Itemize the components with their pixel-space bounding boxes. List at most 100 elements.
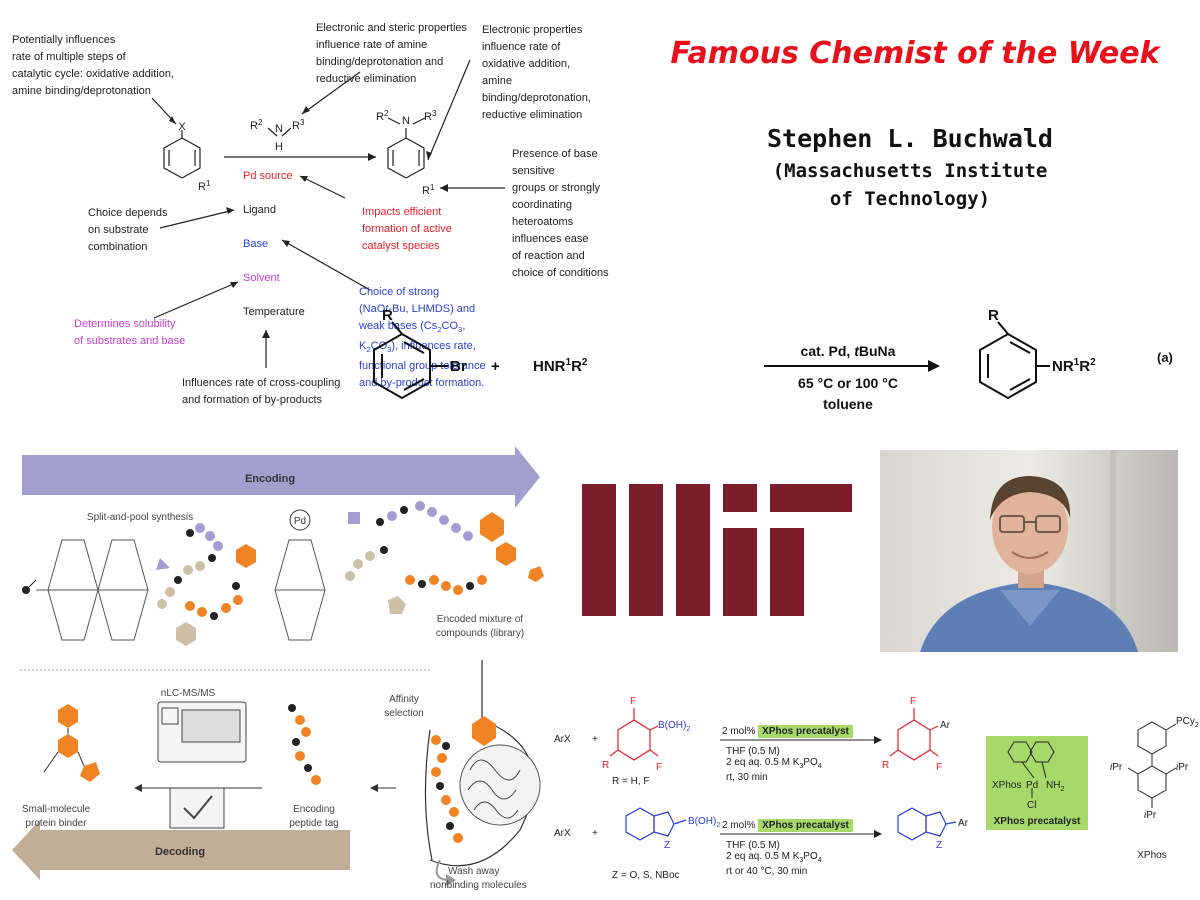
boronic-acid-label-1: B(OH)2 [658,720,690,733]
library-chains-2 [345,501,544,614]
aryl-amine-ring [387,137,425,179]
split-pool-label: Split-and-pool synthesis [87,512,193,523]
precat-box-label: XPhos precatalyst [994,816,1081,827]
reactant-r-label: R [382,307,393,324]
reaction-a-scheme: R Br + HNR1R2 cat. Pd, tBuNa 65 °C or 10… [373,307,1173,412]
library-label-1: Encoded mixture of [437,614,523,625]
precat-nh2-label: NH2 [1046,780,1064,793]
f-label-1: F [630,696,636,707]
binder-label-2: protein binder [25,818,87,829]
buchwald-hartwig-scheme: X R1 R2 R3 N H N R2 R3 R1 [151,59,505,368]
z-label-2: Z [936,840,942,851]
fluoroaryl-product-ring [897,719,931,761]
ar-label-2: Ar [958,818,969,829]
condition-temperature: Temperature [243,306,305,318]
boronic-acid-label-2: B(OH)2 [688,816,720,829]
mit-logo [582,484,852,616]
ligand-ipr-label-3: iPr [1144,810,1157,821]
decoding-label: Decoding [155,846,205,858]
product-r3-label: R3 [424,109,437,123]
z-label-1: Z [664,840,670,851]
precat-xphos-label: XPhos [992,780,1021,791]
page-title: Famous Chemist of the Week [670,36,1160,71]
suzuki-coupling-scheme: ArX + ArX + F F R B(OH)2 R = H, F Z B(OH… [554,696,1199,881]
product-amine-label: NR1R2 [1052,357,1096,375]
nlc-label: nLC-MS/MS [161,688,216,699]
condition-ligand: Ligand [243,204,277,216]
chemist-affiliation-2: of Technology) [829,188,991,210]
reaction-catalyst: cat. Pd, tBuNa [801,343,896,359]
amine-h-label: H [275,141,283,153]
plus-1: + [592,734,598,745]
aniline-ring [979,332,1037,400]
plus-2: + [592,828,598,839]
precat-pd-label: Pd [1026,780,1038,791]
library-chains-1 [156,523,256,646]
amine-reagent: HNR1R2 [533,357,588,375]
encoding-arrow [22,446,540,508]
ar-label-1: Ar [940,720,951,731]
r-equals-label: R = H, F [612,776,650,787]
monitor-checkmark [169,787,225,829]
condition-base: Base [243,238,269,250]
arx-1: ArX [554,734,571,745]
tag-label-2: peptide tag [289,818,339,829]
wash-label-2: nonbinding molecules [430,880,527,891]
f-label-4: F [936,762,942,773]
r-label-2: R [882,760,889,771]
conditions-1: THF (0.5 M) 2 eq aq. 0.5 M K3PO4 rt, 30 … [726,746,822,783]
chemist-portrait [880,450,1178,652]
tag-label-1: Encoding [293,804,335,815]
heteroaryl-boronic-acid-ring [625,807,655,841]
amine-r2-label: R2 [250,118,263,132]
product-r1-label: R1 [422,183,435,197]
precat-cl-label: Cl [1027,800,1036,811]
product-r-label: R [988,307,999,324]
heteroaryl-product-ring [897,807,927,841]
amine-n-label: N [275,123,283,135]
ligand-ipr-label-2: iPr [1176,762,1189,773]
ligand-ipr-label-1: iPr [1110,762,1123,773]
catalyst-loading-2: 2 mol% XPhos precatalyst [722,819,853,832]
reaction-temperature: 65 °C or 100 °C [798,375,898,391]
condition-solvent: Solvent [243,272,280,284]
f-label-3: F [910,696,916,707]
bromide-label: Br [450,358,467,375]
del-workflow-figure: Encoding Decoding Split-and-pool synthes… [12,446,544,891]
ligand-pcy2-label: PCy2 [1176,716,1199,729]
reaction-solvent: toluene [823,396,873,412]
peptide-tag [288,704,321,785]
ligand-name: XPhos [1137,850,1166,861]
product-n-label: N [402,115,410,127]
note-base-strength: Choice of strong (NaOt-Bu, LHMDS) and we… [359,286,486,390]
aryl-x-label: X [178,121,186,133]
aryl-r1-label: R1 [198,179,211,193]
wash-label-1: Wash away [448,866,499,877]
condition-pd-source: Pd source [243,170,293,182]
chemist-name: Stephen L. Buchwald [767,124,1053,153]
affinity-label-2: selection [384,708,423,719]
encoding-label: Encoding [245,473,295,485]
precatalyst-box [986,736,1088,830]
f-label-2: F [656,762,662,773]
chemist-affiliation-1: (Massachusetts Institute [772,160,1048,182]
amine-r3-label: R3 [292,118,305,132]
product-r2-label: R2 [376,109,389,123]
z-equals-label: Z = O, S, NBoc [612,870,680,881]
decoding-arrow [12,820,350,880]
conditions-2: THF (0.5 M) 2 eq aq. 0.5 M K3PO4 rt or 4… [726,840,822,877]
protein-target [459,744,541,826]
reaction-plus: + [491,358,500,375]
library-label-2: compounds (library) [436,628,524,639]
aryl-halide-ring [163,137,201,179]
arx-2: ArX [554,828,571,839]
pd-step-label: Pd [294,516,306,527]
binder-label-1: Small-molecule [22,804,91,815]
